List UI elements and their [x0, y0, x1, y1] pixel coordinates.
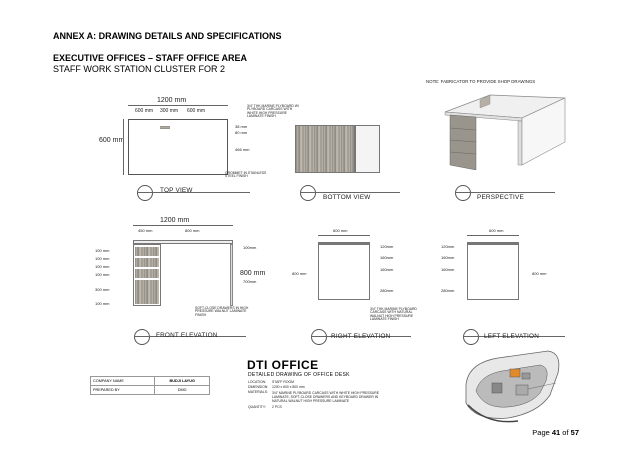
top-callout-grommet: GROMMET IN STAINLESS STEEL FINISH: [225, 171, 267, 179]
annex-heading: ANNEX A: DRAWING DETAILS AND SPECIFICATI…: [53, 31, 282, 41]
dimension-value: 1200 x 600 x 800 mm: [272, 385, 305, 389]
label-right-elevation: RIGHT ELEVATION: [331, 333, 391, 340]
top-seg3: 600 mm: [187, 108, 206, 114]
company-label: COMPANY NAME: [89, 376, 156, 386]
perspective-drawing: [440, 90, 570, 171]
front-width-total: 1200 mm: [160, 217, 190, 224]
grommet: [160, 126, 170, 129]
top-width-total: 1200 mm: [157, 97, 187, 104]
front-h3: 100 mm: [95, 264, 110, 269]
materials-label: MATERIALS:: [248, 390, 268, 394]
top-view-marker: [137, 185, 153, 201]
front-elevation-marker: [134, 329, 150, 345]
desk-top-outline: [128, 119, 228, 175]
top-depth: 600 mm: [99, 137, 125, 144]
front-h5: 300 mm: [95, 287, 110, 292]
top-seg1: 600 mm: [135, 108, 154, 114]
company-table: COMPANY NAME BUDJI LAYUG PREPARED BY DMG: [89, 376, 210, 395]
front-height-total: 800 mm: [240, 270, 266, 277]
top-dim-a: 38 mm: [235, 124, 248, 129]
right-d4: 280mm: [380, 288, 394, 293]
right-top-dim: 600 mm: [333, 228, 348, 233]
front-leg-right: [230, 244, 233, 306]
label-front-elevation: FRONT ELEVATION: [156, 332, 218, 339]
front-height-inner: 700mm: [243, 279, 257, 284]
fabricator-note: NOTE: FABRICATOR TO PROVIDE SHOP DRAWING…: [426, 79, 536, 84]
left-d3: 160mm: [441, 267, 455, 272]
front-drawer-cabinet: [133, 244, 161, 306]
prepared-value: DMG: [154, 385, 210, 395]
left-d4: 280mm: [441, 288, 455, 293]
page-current: 41: [551, 428, 561, 437]
right-d1: 120mm: [380, 244, 394, 249]
right-elevation-marker: [311, 329, 327, 345]
front-h1: 100 mm: [95, 248, 110, 253]
key-plan-map: [458, 343, 568, 423]
label-bottom-view: BOTTOM VIEW: [323, 194, 371, 201]
right-left-dim: 800 mm: [292, 271, 307, 276]
right-side-panel: [318, 244, 370, 300]
front-desktop: [133, 240, 233, 244]
left-right-dim: 800 mm: [532, 271, 547, 276]
project-subtitle: DETAILED DRAWING OF OFFICE DESK: [248, 372, 350, 378]
location-label: LOCATION:: [248, 380, 267, 384]
bottom-view-marker: [300, 185, 316, 201]
top-callout-plyboard: 3/4" THK MARINE PLYBOARD W/ PLYBOARD CAR…: [247, 104, 299, 119]
bottom-panel-wood: [295, 125, 355, 173]
desk-perspective-svg: [444, 94, 566, 171]
front-right-small: 100mm: [243, 245, 257, 250]
left-d1: 120mm: [441, 244, 455, 249]
left-top-dim: 600 mm: [489, 228, 504, 233]
bottom-view-drawing: [295, 125, 385, 175]
page-of: of: [560, 428, 571, 437]
front-seg2: 800 mm: [185, 228, 200, 233]
dimension-label: DIMENSION:: [248, 385, 269, 389]
right-callout-carcass: 3/4" THK MARINE PLYBOARD CARCASS WITH NA…: [370, 307, 417, 322]
front-elevation-drawing: 1200 mm 450 mm 800 mm 100 mm 100 mm 100 …: [60, 212, 285, 322]
top-dim-c: 466 mm: [235, 147, 250, 152]
front-h2: 100 mm: [95, 256, 110, 261]
subsection-heading: STAFF WORK STATION CLUSTER FOR 2: [53, 64, 226, 74]
front-h4: 100 mm: [95, 272, 110, 277]
page-prefix: Page: [532, 428, 552, 437]
perspective-marker: [455, 185, 471, 201]
prepared-label: PREPARED BY: [89, 385, 156, 395]
bottom-panel-white: [355, 125, 380, 173]
right-d3: 160mm: [380, 267, 394, 272]
page-number: Page 41 of 57: [532, 428, 579, 437]
section-heading: EXECUTIVE OFFICES – STAFF OFFICE AREA: [53, 53, 248, 63]
materials-value: 3/4" MARINE PLYBOARD CARCASS WITH WHITE …: [272, 391, 380, 404]
quantity-value: 2 PCS: [272, 405, 282, 409]
left-d2: 160mm: [441, 255, 455, 260]
left-side-panel: [467, 244, 519, 300]
quantity-label: QUANTITY:: [248, 405, 266, 409]
company-value: BUDJI LAYUG: [154, 376, 210, 386]
front-callout-drawers: SOFT-CLOSE DRAWERS IN HIGH PRESSURE WALN…: [195, 306, 249, 317]
project-title: DTI OFFICE: [247, 358, 319, 372]
top-dim-b: 80 mm: [235, 130, 248, 135]
front-h6: 100 mm: [95, 301, 110, 306]
top-view-drawing: 1200 mm 600 mm 300 mm 600 mm 600 mm 38 m…: [95, 92, 299, 212]
left-elevation-marker: [463, 329, 479, 345]
key-plan-svg: [465, 350, 560, 423]
top-seg2: 300 mm: [160, 108, 179, 114]
left-elevation-drawing: 600 mm 120mm 160mm 160mm 280mm 800 mm: [437, 228, 567, 323]
label-top-view: TOP VIEW: [160, 187, 193, 194]
page-total: 57: [570, 428, 579, 437]
label-perspective: PERSPECTIVE: [477, 194, 524, 201]
right-elevation-drawing: 600 mm 800 mm 120mm 160mm 160mm 280mm 3/…: [290, 228, 417, 323]
front-seg1: 450 mm: [138, 228, 153, 233]
label-left-elevation: LEFT ELEVATION: [484, 333, 540, 340]
location-value: STAFF ROOM: [272, 380, 294, 384]
right-d2: 160mm: [380, 255, 394, 260]
